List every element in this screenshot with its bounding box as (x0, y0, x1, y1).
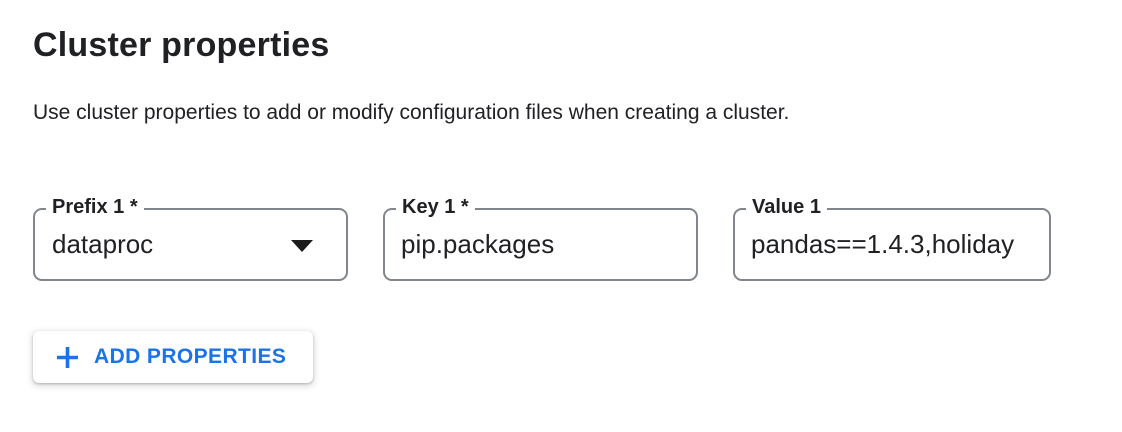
value-field: Value 1 (733, 195, 1051, 281)
prefix-field: Prefix 1 * dataproc (33, 195, 348, 281)
value-field-label: Value 1 (746, 195, 827, 219)
cluster-properties-section: Cluster properties Use cluster propertie… (33, 26, 1122, 383)
prefix-selected-value: dataproc (52, 229, 154, 259)
page-title: Cluster properties (33, 26, 330, 64)
dropdown-arrow-icon (291, 239, 313, 252)
prefix-select[interactable]: dataproc (35, 210, 346, 279)
section-description: Use cluster properties to add or modify … (33, 101, 790, 124)
property-row: Prefix 1 * dataproc Key 1 * Value 1 (33, 195, 1122, 281)
plus-icon (57, 346, 78, 368)
key-field-label: Key 1 * (396, 195, 475, 219)
add-properties-label: ADD PROPERTIES (94, 345, 287, 368)
value-input[interactable] (735, 210, 1049, 279)
key-field: Key 1 * (383, 195, 698, 281)
key-input[interactable] (385, 210, 696, 279)
add-properties-button[interactable]: ADD PROPERTIES (33, 331, 314, 383)
prefix-field-label: Prefix 1 * (46, 195, 144, 219)
